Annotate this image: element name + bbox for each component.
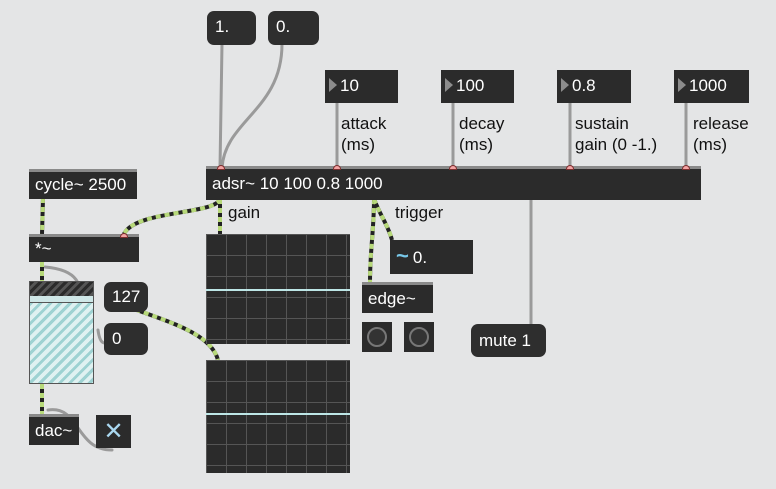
velocity-127-button[interactable]: 127 bbox=[104, 282, 148, 312]
cord-zero-to-adsr bbox=[220, 42, 284, 170]
trigger-comment: trigger bbox=[395, 203, 444, 222]
decay-value: 100 bbox=[456, 76, 485, 95]
edge-led-right[interactable] bbox=[404, 322, 434, 352]
triangle-icon bbox=[329, 78, 337, 92]
signal-icon: ~ bbox=[396, 243, 409, 268]
number-box-zero[interactable]: 0. bbox=[268, 11, 319, 45]
edge-led-left[interactable] bbox=[362, 322, 392, 352]
triangle-icon bbox=[678, 78, 686, 92]
cord-one-to-adsr bbox=[218, 42, 224, 170]
scope-trace bbox=[206, 289, 350, 291]
attack-value: 10 bbox=[340, 76, 359, 95]
adsr-inlet-2[interactable] bbox=[333, 165, 341, 170]
gain-comment: gain bbox=[228, 203, 261, 222]
signal-value: 0. bbox=[412, 248, 428, 267]
release-value: 1000 bbox=[689, 76, 727, 95]
adsr-object[interactable]: adsr~ 10 100 0.8 1000 bbox=[206, 166, 701, 200]
signal-number-box[interactable]: ~0. bbox=[390, 240, 473, 274]
decay-number-box[interactable]: 100 bbox=[441, 70, 514, 103]
slider-cap bbox=[30, 296, 93, 303]
adsr-inlet-5[interactable] bbox=[682, 165, 690, 170]
scope-trace bbox=[206, 413, 350, 415]
scope-lower[interactable] bbox=[206, 360, 350, 473]
cord-adsr-to-multiply bbox=[122, 197, 222, 236]
cycle-object[interactable]: cycle~ 2500 bbox=[29, 169, 137, 199]
adsr-inlet-1[interactable] bbox=[217, 165, 225, 170]
close-icon: ✕ bbox=[103, 418, 124, 445]
release-number-box[interactable]: 1000 bbox=[674, 70, 749, 103]
attack-number-box[interactable]: 10 bbox=[325, 70, 398, 103]
release-comment: release (ms) bbox=[693, 114, 749, 154]
triangle-icon bbox=[445, 78, 453, 92]
dac-object[interactable]: dac~ bbox=[29, 414, 79, 445]
scope-upper[interactable] bbox=[206, 234, 350, 344]
sustain-value: 0.8 bbox=[572, 76, 596, 95]
dac-toggle[interactable]: ✕ bbox=[96, 415, 131, 448]
triangle-icon bbox=[561, 78, 569, 92]
attack-comment: attack (ms) bbox=[341, 114, 387, 154]
multiply-inlet-right[interactable] bbox=[120, 233, 128, 238]
sustain-comment: sustain gain (0 -1.) bbox=[575, 114, 658, 154]
mute-button[interactable]: mute 1 bbox=[471, 324, 546, 357]
multiply-object[interactable]: *~ bbox=[29, 234, 139, 262]
sustain-number-box[interactable]: 0.8 bbox=[557, 70, 631, 103]
velocity-0-button[interactable]: 0 bbox=[104, 323, 148, 355]
adsr-inlet-3[interactable] bbox=[449, 165, 457, 170]
decay-comment: decay (ms) bbox=[459, 114, 505, 154]
number-box-one[interactable]: 1. bbox=[207, 11, 256, 45]
edge-object[interactable]: edge~ bbox=[362, 282, 433, 313]
adsr-inlet-4[interactable] bbox=[566, 165, 574, 170]
gain-slider[interactable] bbox=[29, 281, 94, 384]
slider-handle[interactable] bbox=[30, 282, 93, 296]
